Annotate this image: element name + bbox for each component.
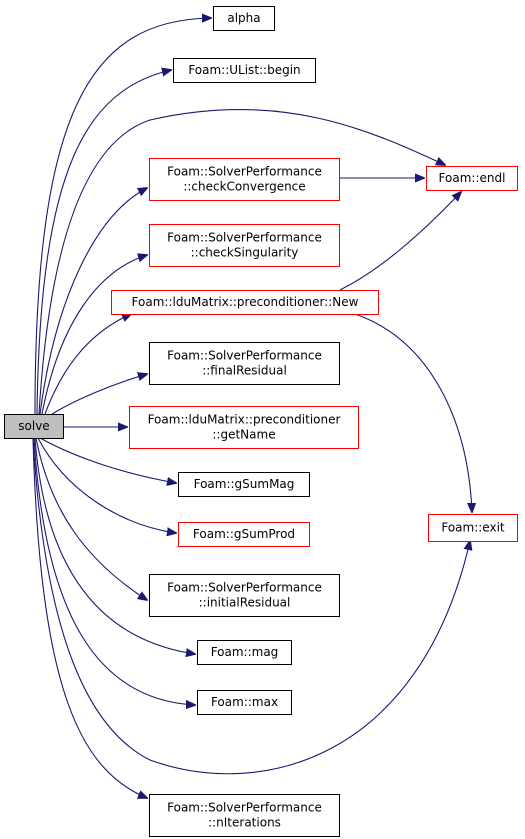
- edge-solve-to-n-iterations: [32, 437, 147, 798]
- node-box-preconditioner-new[interactable]: [111, 290, 379, 315]
- node-box-check-convergence[interactable]: [149, 158, 340, 201]
- node-label-mag: Foam::mag: [211, 645, 279, 659]
- node-box-max[interactable]: [197, 690, 292, 715]
- node-label-final-residual: ::finalResidual: [202, 364, 287, 378]
- node-endl[interactable]: Foam::endl: [426, 166, 518, 191]
- node-gsummag[interactable]: Foam::gSumMag: [178, 472, 310, 497]
- node-box-alpha[interactable]: [213, 6, 275, 31]
- node-label-check-convergence: ::checkConvergence: [183, 180, 305, 194]
- node-box-mag[interactable]: [197, 640, 292, 665]
- node-label-endl: Foam::endl: [439, 171, 506, 185]
- node-get-name[interactable]: Foam::lduMatrix::preconditioner::getName: [129, 406, 359, 449]
- node-solve[interactable]: solve: [4, 414, 64, 439]
- node-mag[interactable]: Foam::mag: [197, 640, 292, 665]
- node-label-exit: Foam::exit: [441, 521, 505, 535]
- node-check-convergence[interactable]: Foam::SolverPerformance::checkConvergenc…: [149, 158, 340, 201]
- edge-preconditioner-new-to-endl: [339, 192, 461, 291]
- node-label-initial-residual: ::initialResidual: [199, 596, 291, 610]
- node-max[interactable]: Foam::max: [197, 690, 292, 715]
- node-label-check-singularity: Foam::SolverPerformance: [167, 231, 322, 245]
- node-box-endl[interactable]: [426, 166, 518, 191]
- node-box-get-name[interactable]: [129, 406, 359, 449]
- node-label-initial-residual: Foam::SolverPerformance: [167, 581, 322, 595]
- node-box-exit[interactable]: [428, 514, 518, 542]
- edge-solve-to-mag: [34, 437, 195, 654]
- edge-solve-to-gsummag: [39, 437, 176, 483]
- node-box-check-singularity[interactable]: [149, 224, 340, 267]
- node-label-check-convergence: Foam::SolverPerformance: [167, 165, 322, 179]
- node-label-gsumprod: Foam::gSumProd: [193, 527, 295, 541]
- nodes-layer: solve alphaFoam::UList::beginFoam::Solver…: [4, 6, 518, 837]
- edge-solve-to-endl: [38, 108, 445, 415]
- node-label-n-iterations: Foam::SolverPerformance: [167, 801, 322, 815]
- edge-solve-to-max: [33, 437, 195, 705]
- edge-solve-to-alpha: [34, 18, 211, 415]
- node-box-final-residual[interactable]: [149, 342, 340, 385]
- node-gsumprod[interactable]: Foam::gSumProd: [178, 522, 310, 547]
- node-box-gsumprod[interactable]: [178, 522, 310, 547]
- node-initial-residual[interactable]: Foam::SolverPerformance::initialResidual: [149, 574, 340, 617]
- node-box-ulist-begin[interactable]: [173, 58, 316, 83]
- node-label-solve: solve: [18, 419, 49, 433]
- edge-solve-to-check-singularity: [41, 255, 147, 415]
- node-box-gsummag[interactable]: [178, 472, 310, 497]
- node-n-iterations[interactable]: Foam::SolverPerformance::nIterations: [149, 794, 340, 837]
- edge-solve-to-exit: [32, 437, 470, 775]
- node-label-alpha: alpha: [227, 11, 260, 25]
- edges-layer: [32, 18, 472, 798]
- edge-solve-to-final-residual: [51, 374, 147, 415]
- node-box-initial-residual[interactable]: [149, 574, 340, 617]
- edge-solve-to-preconditioner-new: [44, 314, 131, 415]
- node-label-get-name: ::getName: [212, 428, 275, 442]
- edge-solve-to-check-convergence: [39, 188, 147, 415]
- node-exit[interactable]: Foam::exit: [428, 514, 518, 542]
- node-label-max: Foam::max: [211, 695, 278, 709]
- node-label-final-residual: Foam::SolverPerformance: [167, 349, 322, 363]
- node-label-n-iterations: ::nIterations: [208, 816, 281, 830]
- edge-preconditioner-new-to-exit: [354, 313, 472, 512]
- node-label-check-singularity: ::checkSingularity: [191, 246, 299, 260]
- node-label-get-name: Foam::lduMatrix::preconditioner: [148, 413, 341, 427]
- edge-solve-to-ulist-begin: [36, 70, 171, 415]
- edge-solve-to-initial-residual: [35, 437, 147, 600]
- node-preconditioner-new[interactable]: Foam::lduMatrix::preconditioner::New: [111, 290, 379, 315]
- node-check-singularity[interactable]: Foam::SolverPerformance::checkSingularit…: [149, 224, 340, 267]
- node-alpha[interactable]: alpha: [213, 6, 275, 31]
- node-box-solve[interactable]: [4, 414, 64, 439]
- node-ulist-begin[interactable]: Foam::UList::begin: [173, 58, 316, 83]
- node-box-n-iterations[interactable]: [149, 794, 340, 837]
- node-label-preconditioner-new: Foam::lduMatrix::preconditioner::New: [132, 295, 359, 309]
- node-label-ulist-begin: Foam::UList::begin: [188, 63, 300, 77]
- node-final-residual[interactable]: Foam::SolverPerformance::finalResidual: [149, 342, 340, 385]
- edge-solve-to-gsumprod: [37, 437, 176, 533]
- node-label-gsummag: Foam::gSumMag: [194, 477, 295, 491]
